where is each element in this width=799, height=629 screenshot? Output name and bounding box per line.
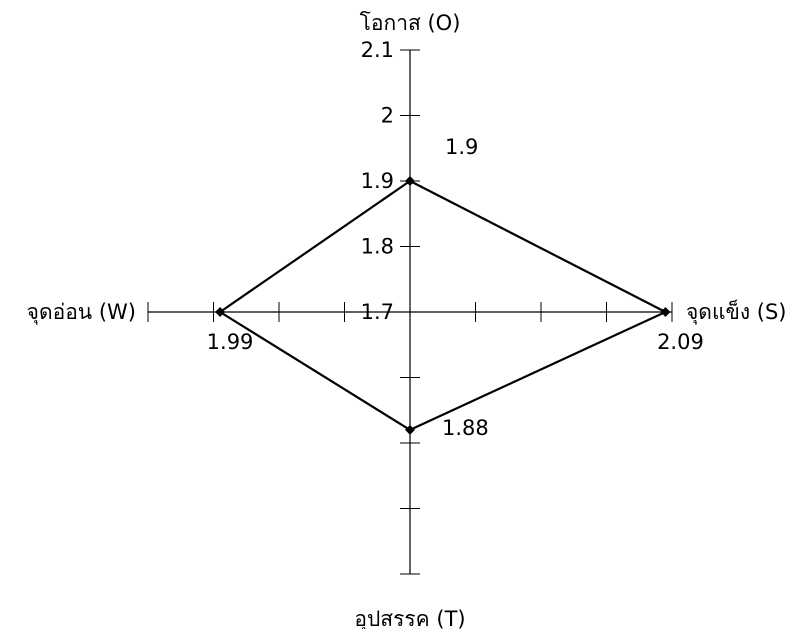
data-point (405, 176, 415, 186)
tick-label: 1.8 (361, 235, 394, 259)
axis-label-weaknesses: จุดอ่อน (W) (27, 300, 136, 325)
axis-label-threats: อุปสรรค (T) (354, 607, 465, 629)
axis-label-opportunities: โอกาส (O) (360, 11, 461, 35)
tick-label: 1.9 (361, 169, 394, 193)
data-point (660, 307, 671, 317)
tick-label: 2 (381, 104, 394, 128)
axis-label-strengths: จุดแข็ง (S) (686, 298, 786, 325)
data-points (215, 176, 671, 435)
data-point (405, 424, 415, 435)
tick-label: 1.7 (361, 300, 394, 324)
tick-label: 2.1 (361, 38, 394, 62)
series-polygon (218, 179, 667, 431)
data-label-threats: 1.88 (442, 416, 489, 440)
data-label-opportunities: 1.9 (445, 135, 478, 159)
axis-ticks (147, 49, 673, 575)
data-label-weaknesses: 1.99 (207, 330, 254, 354)
data-point (215, 307, 225, 317)
data-label-strengths: 2.09 (657, 330, 704, 354)
